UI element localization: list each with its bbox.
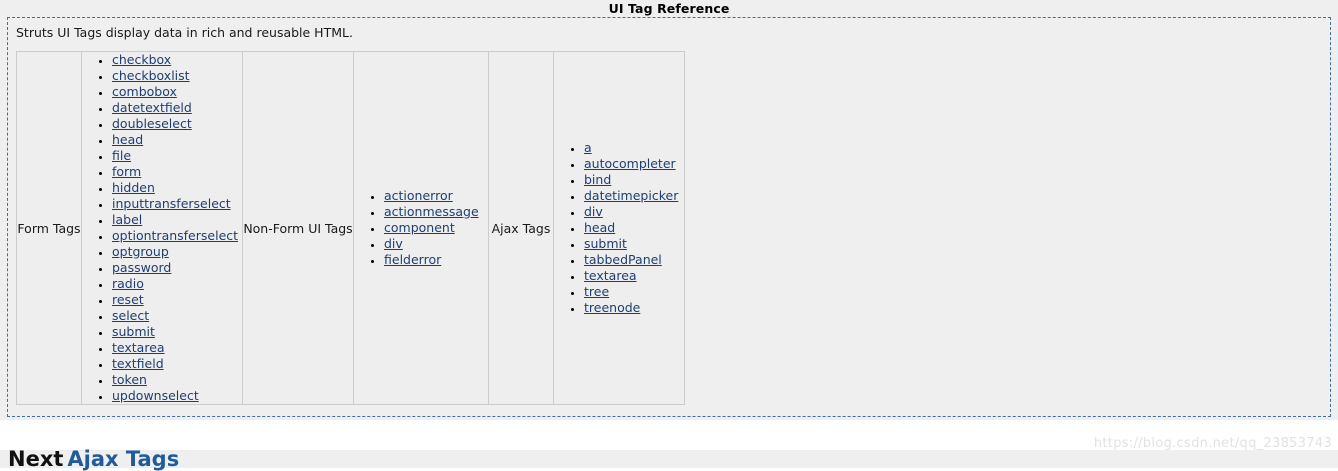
list-item: optiontransferselect <box>112 228 242 244</box>
tag-link-ajax-textarea[interactable]: textarea <box>584 268 637 283</box>
tag-link-div[interactable]: div <box>384 236 403 251</box>
list-item: actionmessage <box>384 204 488 220</box>
tag-link-a[interactable]: a <box>584 140 592 155</box>
table-row: Form Tags checkbox checkboxlist combobox… <box>16 51 685 405</box>
tag-link-doubleselect[interactable]: doubleselect <box>112 116 192 131</box>
list-item: checkboxlist <box>112 68 242 84</box>
tag-link-textarea[interactable]: textarea <box>112 340 165 355</box>
tag-list: checkbox checkboxlist combobox datetextf… <box>82 52 242 404</box>
tag-link-actionmessage[interactable]: actionmessage <box>384 204 479 219</box>
tag-link-select[interactable]: select <box>112 308 150 323</box>
watermark: https://blog.csdn.net/qq_23853743 <box>1093 436 1332 451</box>
tag-link-password[interactable]: password <box>112 260 172 275</box>
list-item: reset <box>112 292 242 308</box>
tag-link-datetextfield[interactable]: datetextfield <box>112 100 192 115</box>
tag-link-component[interactable]: component <box>384 220 455 235</box>
list-item: datetextfield <box>112 100 242 116</box>
tag-link-tabbedpanel[interactable]: tabbedPanel <box>584 252 662 267</box>
tag-link-reset[interactable]: reset <box>112 292 144 307</box>
tag-link-treenode[interactable]: treenode <box>584 300 641 315</box>
list-item: submit <box>112 324 242 340</box>
list-item: inputtransferselect <box>112 196 242 212</box>
tag-link-file[interactable]: file <box>112 148 132 163</box>
group-list-non-form-ui-tags: actionerror actionmessage component div … <box>353 51 489 405</box>
list-item: label <box>112 212 242 228</box>
group-header-ajax-tags: Ajax Tags <box>488 51 554 405</box>
ui-tag-reference-panel: Struts UI Tags display data in rich and … <box>7 17 1331 417</box>
tag-link-ajax-div[interactable]: div <box>584 204 603 219</box>
list-item: autocompleter <box>584 156 684 172</box>
group-list-ajax-tags: a autocompleter bind datetimepicker div … <box>553 51 685 405</box>
next-link-ajax-tags[interactable]: Ajax Tags <box>67 447 180 471</box>
tag-link-autocompleter[interactable]: autocompleter <box>584 156 676 171</box>
next-label: Next <box>8 447 64 471</box>
list-item: textfield <box>112 356 242 372</box>
list-item: doubleselect <box>112 116 242 132</box>
tag-link-updownselect[interactable]: updownselect <box>112 388 199 403</box>
tag-link-checkbox[interactable]: checkbox <box>112 52 172 67</box>
tag-link-textfield[interactable]: textfield <box>112 356 164 371</box>
group-list-form-tags: checkbox checkboxlist combobox datetextf… <box>81 51 243 405</box>
tag-link-form[interactable]: form <box>112 164 142 179</box>
list-item: hidden <box>112 180 242 196</box>
ui-tag-reference-table: Form Tags checkbox checkboxlist combobox… <box>16 51 685 405</box>
tag-link-hidden[interactable]: hidden <box>112 180 155 195</box>
tag-link-fielderror[interactable]: fielderror <box>384 252 442 267</box>
tag-link-token[interactable]: token <box>112 372 147 387</box>
list-item: updownselect <box>112 388 242 404</box>
tag-link-ajax-submit[interactable]: submit <box>584 236 627 251</box>
group-header-non-form-ui-tags: Non-Form UI Tags <box>242 51 354 405</box>
tag-link-actionerror[interactable]: actionerror <box>384 188 453 203</box>
tag-link-tree[interactable]: tree <box>584 284 610 299</box>
group-header-form-tags: Form Tags <box>16 51 82 405</box>
tag-link-head[interactable]: head <box>112 132 144 147</box>
list-item: div <box>584 204 684 220</box>
list-item: radio <box>112 276 242 292</box>
list-item: select <box>112 308 242 324</box>
list-item: treenode <box>584 300 684 316</box>
list-item: head <box>584 220 684 236</box>
list-item: submit <box>584 236 684 252</box>
list-item: tree <box>584 284 684 300</box>
intro-text: Struts UI Tags display data in rich and … <box>16 25 353 40</box>
tag-list: a autocompleter bind datetimepicker div … <box>554 140 684 316</box>
tag-list: actionerror actionmessage component div … <box>354 188 488 268</box>
tag-link-datetimepicker[interactable]: datetimepicker <box>584 188 679 203</box>
tag-link-combobox[interactable]: combobox <box>112 84 177 99</box>
tag-link-radio[interactable]: radio <box>112 276 144 291</box>
list-item: form <box>112 164 242 180</box>
tag-table-wrapper: Form Tags checkbox checkboxlist combobox… <box>8 40 1330 405</box>
tag-link-bind[interactable]: bind <box>584 172 612 187</box>
page-top-band: UI Tag Reference Struts UI Tags display … <box>0 0 1338 420</box>
tag-link-ajax-head[interactable]: head <box>584 220 616 235</box>
list-item: a <box>584 140 684 156</box>
list-item: datetimepicker <box>584 188 684 204</box>
list-item: actionerror <box>384 188 488 204</box>
list-item: combobox <box>112 84 242 100</box>
tag-link-checkboxlist[interactable]: checkboxlist <box>112 68 190 83</box>
list-item: component <box>384 220 488 236</box>
list-item: fielderror <box>384 252 488 268</box>
list-item: token <box>112 372 242 388</box>
list-item: optgroup <box>112 244 242 260</box>
list-item: textarea <box>112 340 242 356</box>
list-item: tabbedPanel <box>584 252 684 268</box>
list-item: head <box>112 132 242 148</box>
list-item: password <box>112 260 242 276</box>
tag-link-inputtransferselect[interactable]: inputtransferselect <box>112 196 231 211</box>
page-title: UI Tag Reference <box>608 1 730 16</box>
list-item: bind <box>584 172 684 188</box>
tag-link-optgroup[interactable]: optgroup <box>112 244 169 259</box>
tag-link-optiontransferselect[interactable]: optiontransferselect <box>112 228 239 243</box>
list-item: file <box>112 148 242 164</box>
tag-link-label[interactable]: label <box>112 212 143 227</box>
list-item: textarea <box>584 268 684 284</box>
list-item: div <box>384 236 488 252</box>
list-item: checkbox <box>112 52 242 68</box>
white-separator <box>0 420 1338 450</box>
tag-link-submit[interactable]: submit <box>112 324 155 339</box>
